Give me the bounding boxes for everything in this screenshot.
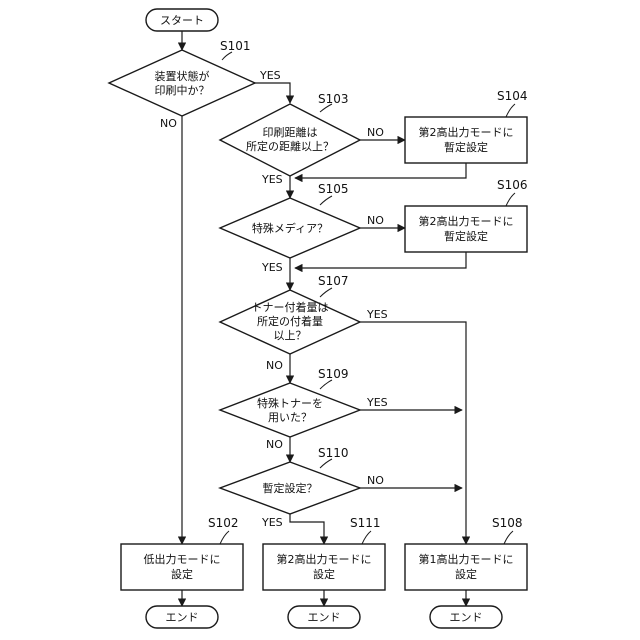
start-label: スタート bbox=[160, 14, 204, 27]
s102-leader bbox=[220, 531, 229, 544]
edge-s107-yes bbox=[360, 322, 466, 544]
s109-no-label: NO bbox=[266, 438, 283, 451]
s105-no-label: NO bbox=[367, 214, 384, 227]
s108-text-2: 設定 bbox=[455, 567, 477, 581]
s104-id: S104 bbox=[497, 89, 528, 103]
s105-id: S105 bbox=[318, 182, 349, 196]
s107-no-label: NO bbox=[266, 359, 283, 372]
s103-text-2: 所定の距離以上？ bbox=[246, 139, 334, 153]
s103-no-label: NO bbox=[367, 126, 384, 139]
end-terminal-left: エンド bbox=[146, 606, 218, 628]
s101-leader bbox=[222, 52, 232, 60]
s105-text-1: 特殊メディア？ bbox=[252, 221, 328, 235]
s108-id: S108 bbox=[492, 516, 523, 530]
s102-id: S102 bbox=[208, 516, 239, 530]
s110-id: S110 bbox=[318, 446, 349, 460]
edge-s110-yes bbox=[290, 514, 324, 544]
s101-yes-label: YES bbox=[259, 69, 281, 82]
s103-text-1: 印刷距離は bbox=[263, 125, 318, 139]
s108-text-1: 第1高出力モードに bbox=[419, 552, 514, 566]
s108-leader bbox=[504, 531, 513, 544]
s104-text-2: 暫定設定 bbox=[444, 140, 488, 154]
s107-text-2: 所定の付着量 bbox=[257, 314, 323, 328]
process-s106: 第2高出力モードに 暫定設定 S106 bbox=[405, 178, 528, 252]
s111-leader bbox=[362, 531, 371, 544]
decision-s101: 装置状態が 印刷中か？ S101 bbox=[109, 39, 255, 116]
process-s104: 第2高出力モードに 暫定設定 S104 bbox=[405, 89, 528, 163]
s110-text-1: 暫定設定？ bbox=[263, 481, 318, 495]
s107-text-1: トナー付着量は bbox=[252, 300, 329, 314]
end-label-left: エンド bbox=[166, 611, 199, 624]
edge-s106-return bbox=[295, 252, 466, 268]
s109-leader bbox=[320, 380, 332, 389]
s106-text-1: 第2高出力モードに bbox=[419, 214, 514, 228]
s103-yes-label: YES bbox=[261, 173, 283, 186]
s101-text-1: 装置状態が bbox=[155, 69, 210, 83]
s110-no-label: NO bbox=[367, 474, 384, 487]
s109-text-1: 特殊トナーを bbox=[257, 396, 323, 410]
s101-no-label: NO bbox=[160, 117, 177, 130]
s109-id: S109 bbox=[318, 367, 349, 381]
s102-text-1: 低出力モードに bbox=[144, 552, 221, 566]
start-terminal: スタート bbox=[146, 9, 218, 31]
s107-leader bbox=[320, 288, 332, 297]
s105-leader bbox=[320, 196, 332, 205]
s107-yes-label: YES bbox=[366, 308, 388, 321]
s106-text-2: 暫定設定 bbox=[444, 229, 488, 243]
s110-leader bbox=[320, 459, 332, 468]
s106-leader bbox=[506, 193, 515, 206]
end-label-right: エンド bbox=[450, 611, 483, 624]
s111-id: S111 bbox=[350, 516, 381, 530]
s110-yes-label: YES bbox=[261, 516, 283, 529]
edge-s101-yes bbox=[255, 83, 290, 103]
s111-text-1: 第2高出力モードに bbox=[277, 552, 372, 566]
s106-id: S106 bbox=[497, 178, 528, 192]
s105-yes-label: YES bbox=[261, 261, 283, 274]
s101-text-2: 印刷中か？ bbox=[155, 84, 210, 97]
s103-id: S103 bbox=[318, 92, 349, 106]
s102-text-2: 設定 bbox=[171, 567, 193, 581]
edge-s104-return bbox=[295, 163, 466, 178]
s101-id: S101 bbox=[220, 39, 251, 53]
s111-text-2: 設定 bbox=[313, 567, 335, 581]
end-terminal-right: エンド bbox=[430, 606, 502, 628]
s109-yes-label: YES bbox=[366, 396, 388, 409]
s107-text-3: 以上？ bbox=[274, 329, 307, 342]
s104-leader bbox=[506, 104, 515, 117]
s107-id: S107 bbox=[318, 274, 349, 288]
end-terminal-middle: エンド bbox=[288, 606, 360, 628]
s109-text-2: 用いた？ bbox=[268, 411, 312, 424]
s104-text-1: 第2高出力モードに bbox=[419, 125, 514, 139]
decision-s103: 印刷距離は 所定の距離以上？ S103 bbox=[220, 92, 360, 176]
end-label-middle: エンド bbox=[308, 611, 341, 624]
